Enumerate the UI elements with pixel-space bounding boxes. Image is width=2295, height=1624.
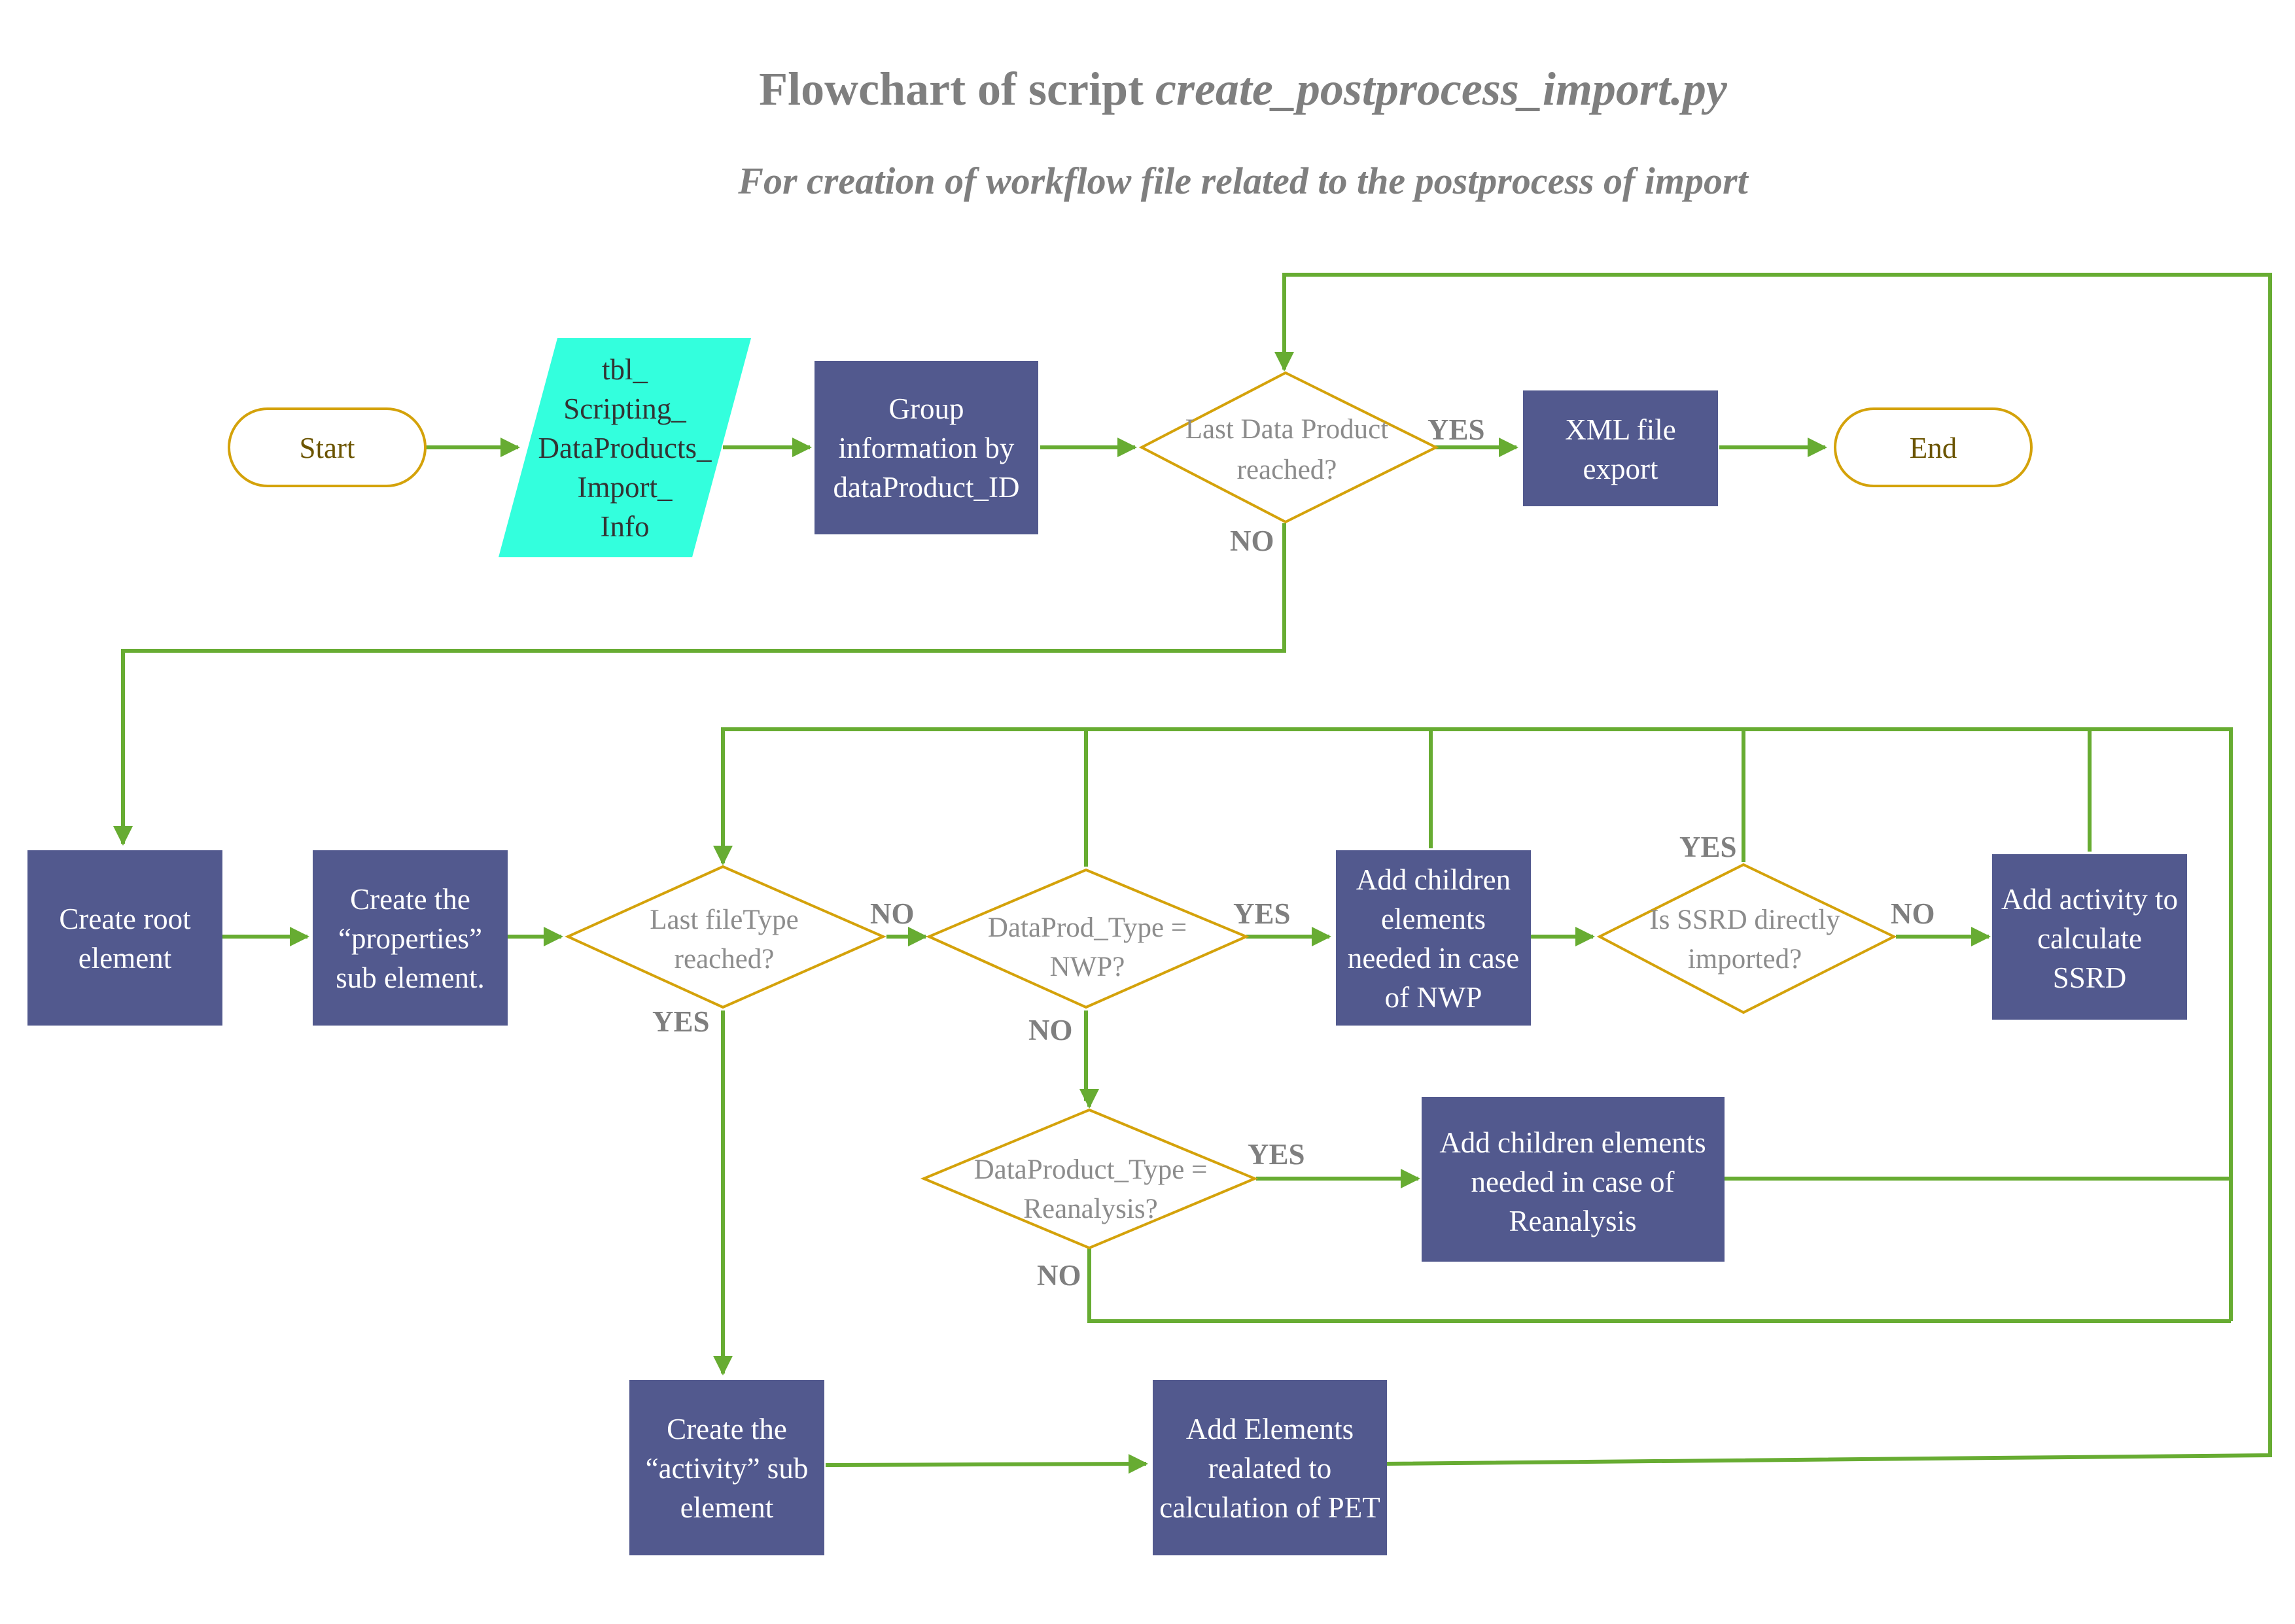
group-info-process: Group information by dataProduct_ID [815,361,1038,534]
last-filetype-decision: Last fileType reached? [565,865,886,1009]
xml-export-process: XML file export [1523,390,1718,506]
tbl-info-line-2: Scripting_ [563,392,686,425]
ssrd-imported-decision: Is SSRD directly imported? [1596,863,1897,1014]
create-root-line-1: Create root [59,903,191,935]
tbl-info-line-3: DataProducts_ [538,432,712,464]
last-data-product-line-1: Last Data Product [1185,414,1389,445]
group-info-line-1: Group [889,392,964,425]
add-pet-line-3: calculation of PET [1159,1491,1380,1524]
create-properties-line-1: Create the [350,883,470,916]
add-activity-ssrd-process: Add activity to calculate SSRD [1992,854,2187,1020]
create-activity-line-2: “activity” sub [646,1452,809,1485]
edge-pet-loop-lastproduct [1274,273,2272,1466]
label-ssrd-yes: YES [1679,831,1737,863]
diagram-subtitle: For creation of workflow file related to… [737,160,1749,202]
create-activity-line-1: Create the [667,1413,787,1445]
connectors [113,273,2272,1474]
add-children-reanalysis-process: Add children elements needed in case of … [1422,1097,1725,1262]
add-children-nwp-line-1: Add children [1356,863,1511,896]
edge-lastproduct-no-root [113,523,1286,846]
add-activity-ssrd-line-2: calculate [2037,922,2142,955]
diagram-title: Flowchart of script create_postprocess_i… [759,63,1728,115]
edge-loop-back-filetype [713,727,2233,1321]
label-filetype-yes: YES [652,1005,710,1038]
label-reanalysis-no: NO [1037,1259,1081,1292]
label-reanalysis-yes: YES [1248,1138,1305,1171]
label-nwp-yes: YES [1233,897,1291,930]
label-filetype-no: NO [870,897,915,930]
create-root-line-2: element [79,942,172,975]
ssrd-imported-line-1: Is SSRD directly [1649,905,1840,935]
add-children-reanalysis-line-1: Add children elements [1439,1126,1706,1159]
ssrd-imported-line-2: imported? [1688,944,1802,975]
label-ssrd-no: NO [1891,897,1935,930]
add-children-nwp-line-2: elements [1381,903,1486,935]
end-terminal: End [1834,407,2033,487]
add-activity-ssrd-line-1: Add activity to [2001,883,2178,916]
last-data-product-line-2: reached? [1237,455,1337,485]
xml-export-line-1: XML file [1565,413,1676,446]
create-properties-process: Create the “properties” sub element. [313,850,508,1026]
tbl-info-line-1: tbl_ [602,353,648,386]
tbl-info-line-4: Import_ [578,471,673,504]
dataproduct-reanalysis-line-2: Reanalysis? [1023,1194,1157,1224]
start-label: Start [300,432,355,464]
add-children-nwp-line-4: of NWP [1385,981,1482,1014]
add-pet-line-1: Add Elements [1186,1413,1354,1445]
create-activity-line-3: element [680,1491,774,1524]
label-last-product-yes: YES [1428,413,1485,446]
edge-reanalysis-no-loop [1087,1248,2231,1323]
label-nwp-no: NO [1028,1014,1073,1046]
dataprod-nwp-decision: DataProd_Type = NWP? [926,868,1250,1009]
add-children-nwp-process: Add children elements needed in case of … [1336,850,1531,1026]
create-properties-line-2: “properties” [338,922,482,955]
tbl-info-input: tbl_ Scripting_ DataProducts_ Import_ In… [499,338,751,557]
dataproduct-reanalysis-line-1: DataProduct_Type = [974,1154,1208,1185]
xml-export-line-2: export [1583,453,1658,485]
start-terminal: Start [228,407,427,487]
group-info-line-2: information by [839,432,1015,464]
dataprod-nwp-line-2: NWP? [1050,952,1125,982]
add-pet-process: Add Elements realated to calculation of … [1153,1380,1387,1555]
tbl-info-line-5: Info [601,510,650,543]
label-last-product-no: NO [1230,525,1274,557]
last-data-product-decision: Last Data Product reached? [1138,371,1439,524]
edge-nwp-no-reanalysis [1079,1011,1099,1109]
create-properties-line-3: sub element. [336,961,484,994]
add-pet-line-2: realated to [1208,1452,1332,1485]
edge-activity-pet [825,1454,1148,1474]
last-filetype-line-1: Last fileType [650,905,798,935]
end-label: End [1910,432,1957,464]
add-children-reanalysis-line-3: Reanalysis [1509,1205,1637,1237]
group-info-line-3: dataProduct_ID [833,471,1020,504]
add-activity-ssrd-line-3: SSRD [2053,961,2127,994]
add-children-reanalysis-line-2: needed in case of [1471,1166,1674,1198]
create-root-process: Create root element [27,850,222,1026]
add-children-nwp-line-3: needed in case [1348,942,1519,975]
create-activity-process: Create the “activity” sub element [629,1380,824,1555]
last-filetype-line-2: reached? [674,944,775,975]
dataproduct-reanalysis-decision: DataProduct_Type = Reanalysis? [920,1108,1259,1250]
dataprod-nwp-line-1: DataProd_Type = [988,912,1187,943]
